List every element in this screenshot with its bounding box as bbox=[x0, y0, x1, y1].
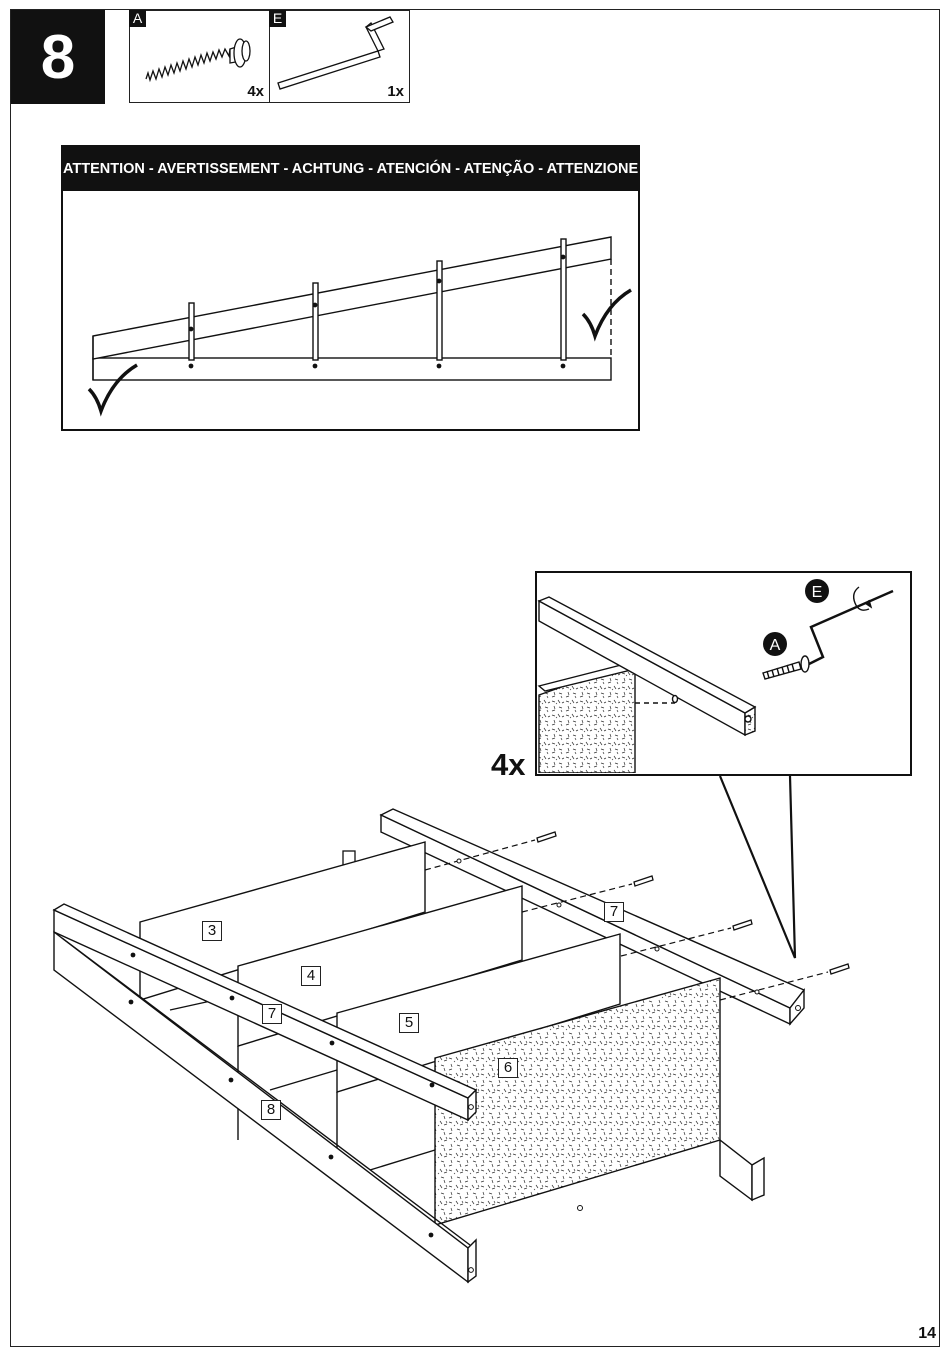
panel-label-6: 6 bbox=[498, 1058, 518, 1078]
detail-quantity: 4x bbox=[491, 747, 526, 782]
callout-letter-e: E bbox=[812, 584, 823, 601]
detail-inset: E A bbox=[535, 571, 912, 776]
panel-label-7: 7 bbox=[262, 1004, 282, 1024]
page-number: 14 bbox=[918, 1325, 936, 1342]
attention-title: ATTENTION - AVERTISSEMENT - ACHTUNG - AT… bbox=[63, 147, 638, 191]
part-quantity: 1x bbox=[387, 83, 404, 100]
part-cell-e: E 1x bbox=[269, 10, 410, 103]
callout-letter-a: A bbox=[770, 637, 781, 654]
part-letter: A bbox=[129, 10, 146, 27]
allen-key-icon bbox=[277, 16, 394, 90]
part-quantity: 4x bbox=[247, 83, 264, 100]
panel-label-5: 5 bbox=[399, 1013, 419, 1033]
page-frame bbox=[10, 9, 940, 1347]
panel-label-3: 3 bbox=[202, 921, 222, 941]
panel-label-7: 7 bbox=[604, 902, 624, 922]
part-cell-a: A 4x bbox=[129, 10, 270, 103]
attention-box: ATTENTION - AVERTISSEMENT - ACHTUNG - AT… bbox=[61, 145, 640, 431]
cam-dowel-screw-icon bbox=[145, 38, 251, 83]
shelf-alignment-diagram bbox=[92, 236, 612, 381]
panel-label-4: 4 bbox=[301, 966, 321, 986]
check-icon bbox=[87, 363, 138, 417]
panel-label-8: 8 bbox=[261, 1100, 281, 1120]
part-letter: E bbox=[269, 10, 286, 27]
step-number: 8 bbox=[11, 10, 105, 104]
check-icon bbox=[581, 288, 632, 342]
